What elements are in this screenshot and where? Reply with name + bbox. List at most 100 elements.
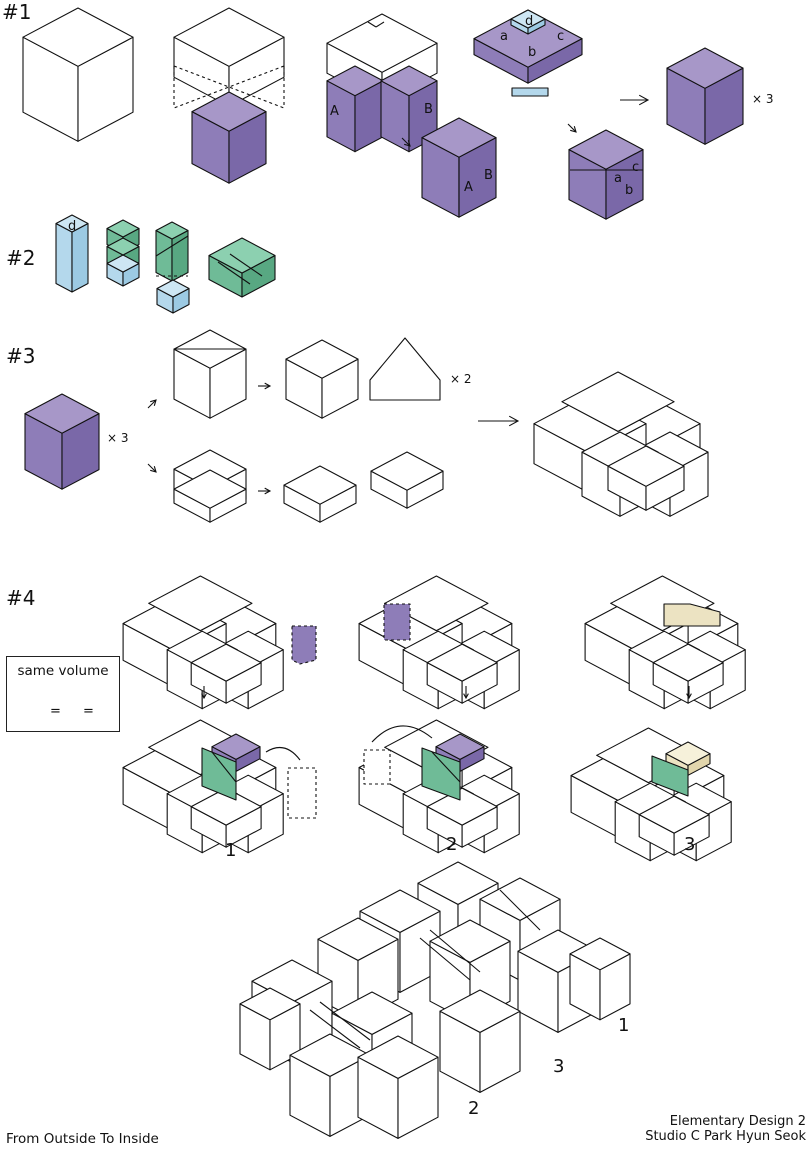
step-label-1: #1: [2, 0, 32, 24]
row4-var1-arrow-head: [201, 693, 207, 700]
row1-split-inner-top-face: [191, 91, 267, 132]
footer-course: Elementary Design 2: [669, 1114, 806, 1129]
final-block-11-top-face: [239, 987, 301, 1021]
row1-arrow-down-2-shaft: [567, 123, 577, 133]
variant-number-1: 1: [225, 840, 237, 861]
face-label-A-left: A: [330, 104, 339, 119]
row4-var3-green: [651, 755, 689, 797]
row2-slab-stripe-1: [217, 261, 251, 285]
row3-arrow-result-head: [508, 415, 520, 427]
final-number-2: 2: [468, 1098, 480, 1119]
final-block-12-top-face: [289, 1033, 371, 1077]
final-block-3-top-face: [359, 889, 441, 933]
row4-var1-ghost: [291, 625, 317, 665]
row4-var2-before-front-mid-top-face: [426, 643, 498, 682]
row4-var3-arrow-head: [686, 693, 692, 700]
face-label-a-top: a: [500, 29, 508, 44]
face-label-B-left: B: [424, 102, 433, 117]
row3-arrow-mid-1-head: [264, 382, 272, 390]
final-block-9-top-face: [331, 991, 413, 1035]
row4-var1-stripe: [211, 751, 237, 783]
step-label-2: #2: [6, 246, 36, 270]
row4-var1-ghost-box: [287, 767, 317, 819]
row4-var2-after-front-mid-top-face: [426, 787, 498, 826]
row1-split-top-top-face: [173, 7, 285, 67]
row4-var1-after-front-mid-top-face: [190, 787, 262, 826]
footer-credits: Elementary Design 2 Studio C Park Hyun S…: [645, 1114, 806, 1144]
row1-merge-abc-top-face: [568, 129, 644, 170]
variant-number-2: 2: [446, 834, 458, 855]
face-label-b-merged: b: [625, 183, 634, 198]
row2-col-green-top-face: [155, 221, 189, 240]
final-block-6-top-face: [517, 929, 599, 973]
legend-equals-1: =: [50, 704, 61, 719]
row3-slab-result-1-top-face: [283, 465, 357, 505]
final-block-2-top-face: [479, 877, 561, 921]
face-label-a-merged: a: [614, 171, 622, 186]
row1-result-cube-top-face: [666, 47, 744, 89]
row4-var3-wedge: [663, 603, 721, 627]
face-label-d-top: d: [525, 14, 534, 29]
row1-cube-white-top-face: [22, 7, 134, 67]
multiplier-row3-x3: × 3: [107, 431, 129, 445]
row4-var1-before-front-mid-top-face: [190, 643, 262, 682]
row3-slab-lower-top-face: [173, 469, 247, 509]
row1-guide-3: [173, 65, 285, 109]
row4-var3-before-front-mid-top-face: [652, 643, 724, 682]
same-volume-legend: same volume = =: [6, 656, 120, 732]
final-block-4-top-face: [317, 917, 399, 961]
row1-abc-under: [511, 87, 549, 97]
row2-col-green-cut: [155, 235, 189, 257]
face-label-b-top: b: [528, 45, 537, 60]
row4-var2-purple-top-top-face: [435, 733, 485, 760]
row4-var1-before-top-cap-top-face: [148, 575, 253, 632]
row1-arrow-down-1-head: [404, 140, 411, 147]
legend-equals-2: =: [83, 704, 94, 719]
legend-title: same volume: [17, 663, 109, 679]
row3-terrace-top-cap-top-face: [561, 371, 675, 432]
footer-subtitle: From Outside To Inside: [6, 1131, 159, 1147]
final-block-13-top-face: [357, 1035, 439, 1079]
row4-var2-before-top-cap-top-face: [384, 575, 489, 632]
row4-var2-ghost-box: [363, 749, 391, 785]
row4-var3-after-front-mid-top-face: [638, 795, 710, 834]
row2-slab-stripe-2: [229, 253, 263, 277]
row3-arrow-up-head: [150, 399, 157, 406]
row3-arrow-up-shaft: [147, 399, 157, 409]
row2-col-c-top-face: [106, 254, 140, 273]
footer-studio: Studio C Park Hyun Seok: [645, 1129, 806, 1144]
final-stripe-4: [319, 1001, 371, 1041]
step-label-4: #4: [6, 586, 36, 610]
final-stripe-3: [309, 1009, 361, 1049]
row3-arrow-down-head: [150, 466, 157, 473]
row1-wing-B-top-face: [380, 65, 438, 97]
row4-var1-swing: [265, 746, 301, 761]
row4-var2-stripe: [431, 751, 461, 783]
final-stripe-1: [419, 937, 471, 981]
final-stripe-2: [429, 929, 481, 973]
row1-wing-notch-1: [367, 21, 377, 28]
face-label-c-merged: c: [632, 160, 640, 175]
row2-slab-top-face: [208, 237, 276, 274]
row1-wing-A-top-face: [326, 65, 384, 97]
row1-arrow-down-1-shaft: [401, 137, 411, 147]
row4-var2-arrow-head: [463, 693, 469, 700]
row4-var1-green: [201, 747, 237, 801]
row1-arrow-right-head: [638, 94, 650, 106]
row4-var2-ghost: [383, 603, 411, 641]
row4-var2-swing: [371, 725, 433, 743]
row4-var2-green: [421, 747, 461, 801]
multiplier-row3-x2: × 2: [450, 372, 472, 386]
row3-terrace-front-mid-top-face: [607, 445, 685, 487]
row3-prism: [369, 337, 441, 401]
step-label-3: #3: [6, 344, 36, 368]
row3-arrow-down-shaft: [147, 463, 157, 473]
variant-number-3: 3: [684, 834, 696, 855]
row2-blue-column-top-face: [55, 214, 89, 233]
final-block-5-top-face: [429, 919, 511, 963]
row1-abc-d-top-face: [510, 9, 546, 29]
row3-arrow-mid-2-head: [264, 487, 272, 495]
row1-arrow-down-2-head: [570, 126, 577, 133]
multiplier-row1: × 3: [752, 92, 774, 106]
